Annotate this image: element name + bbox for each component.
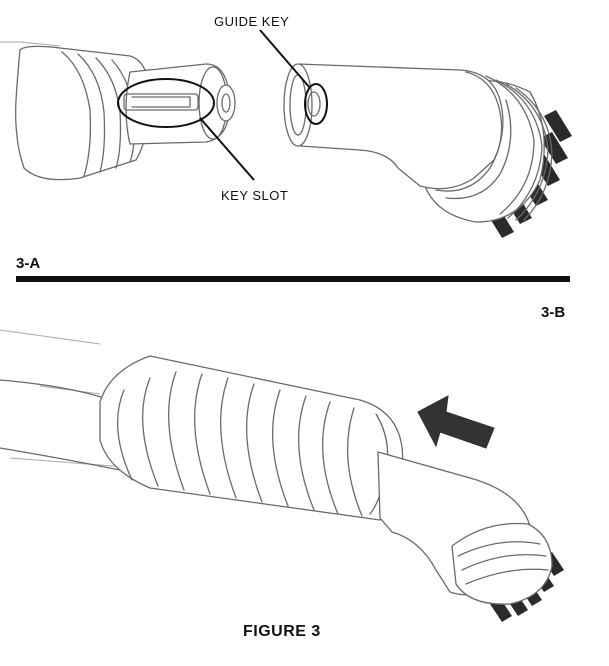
connector-with-key-slot <box>118 64 235 144</box>
panel-3b-label: 3-B <box>541 304 565 321</box>
arrow-up-left-icon <box>418 396 494 448</box>
key-slot-label: KEY SLOT <box>221 188 288 203</box>
panel-divider <box>16 276 570 282</box>
guide-key-leader <box>260 30 310 88</box>
guide-key-label: GUIDE KEY <box>214 14 289 29</box>
brush-attachment-3a <box>284 64 572 238</box>
brush-attachment-3b <box>378 452 564 622</box>
panel-3a-label: 3-A <box>16 255 40 272</box>
key-slot-leader <box>200 118 254 180</box>
figure-caption: FIGURE 3 <box>243 623 321 640</box>
panel-3b-illustration <box>0 330 564 622</box>
panel-3a-illustration: GUIDE KEY KEY SLOT <box>0 14 572 238</box>
ribbed-collar <box>100 356 403 520</box>
